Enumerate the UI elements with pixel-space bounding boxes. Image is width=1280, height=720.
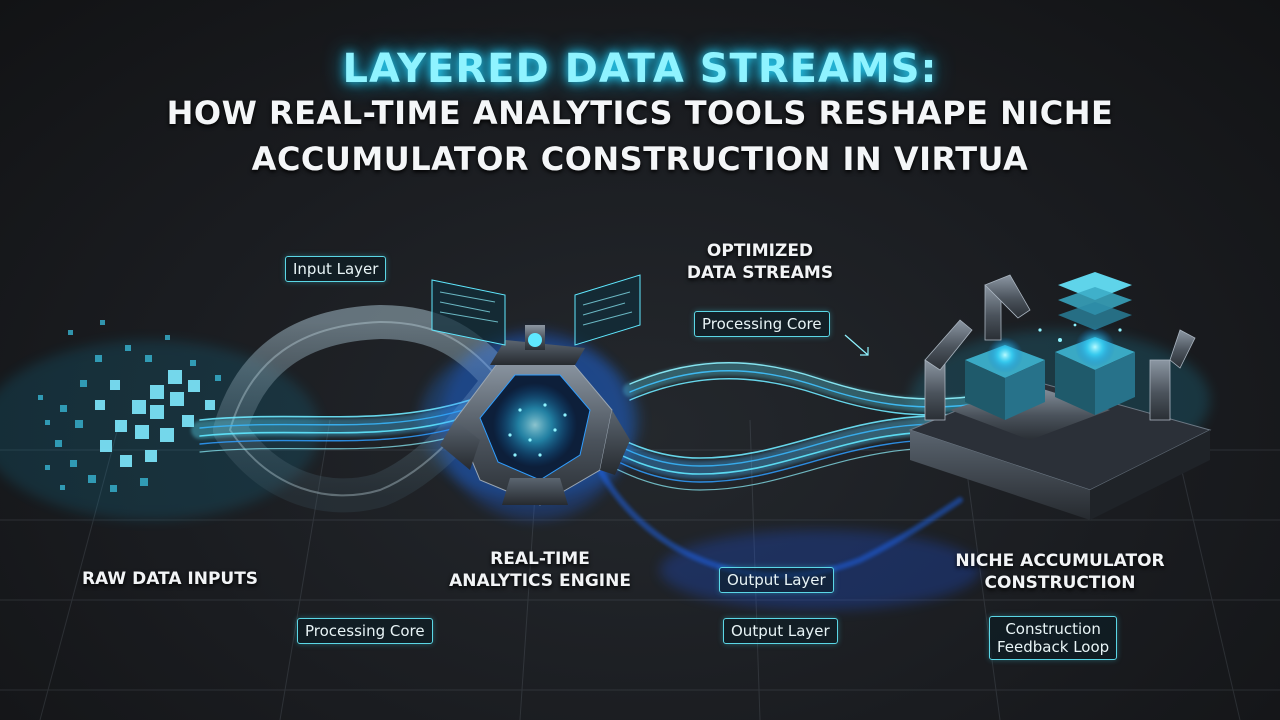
feedback-tag-line-1: Construction bbox=[1005, 620, 1101, 638]
optimized-label-line-1: OPTIMIZED bbox=[706, 241, 814, 261]
title-line-3: ACCUMULATOR CONSTRUCTION IN VIRTUA bbox=[251, 140, 1029, 178]
processing-core-tag-bottom: Processing Core bbox=[297, 618, 433, 644]
niche-label-line-2: CONSTRUCTION bbox=[984, 573, 1136, 593]
input-layer-tag: Input Layer bbox=[285, 256, 387, 282]
title-line-1: LAYERED DATA STREAMS: bbox=[342, 46, 938, 92]
feedback-loop-tag: Construction Feedback Loop bbox=[989, 616, 1118, 660]
raw-inputs-text: RAW DATA INPUTS bbox=[81, 569, 259, 589]
processing-core-tag-top: Processing Core bbox=[694, 311, 830, 337]
data-streams bbox=[191, 361, 1009, 579]
analytics-engine bbox=[431, 274, 641, 520]
niche-accumulator-label: NICHE ACCUMULATOR CONSTRUCTION bbox=[920, 550, 1200, 594]
engine-label: REAL-TIME ANALYTICS ENGINE bbox=[420, 548, 660, 592]
niche-label-line-1: NICHE ACCUMULATOR bbox=[955, 551, 1165, 571]
optimized-streams-label: OPTIMIZED DATA STREAMS bbox=[660, 240, 860, 284]
raw-data-cubes bbox=[38, 320, 221, 492]
engine-label-line-1: REAL-TIME bbox=[490, 549, 590, 569]
arrow-icon bbox=[844, 334, 869, 356]
output-layer-tag-b: Output Layer bbox=[723, 618, 838, 644]
optimized-label-line-2: DATA STREAMS bbox=[686, 263, 834, 283]
raw-inputs-label: RAW DATA INPUTS bbox=[60, 568, 280, 590]
title-line-2: HOW REAL-TIME ANALYTICS TOOLS RESHAPE NI… bbox=[166, 94, 1114, 132]
engine-label-line-2: ANALYTICS ENGINE bbox=[449, 571, 631, 591]
output-layer-tag-a: Output Layer bbox=[719, 567, 834, 593]
accumulator-structure bbox=[908, 272, 1212, 520]
feedback-tag-line-2: Feedback Loop bbox=[997, 638, 1110, 656]
